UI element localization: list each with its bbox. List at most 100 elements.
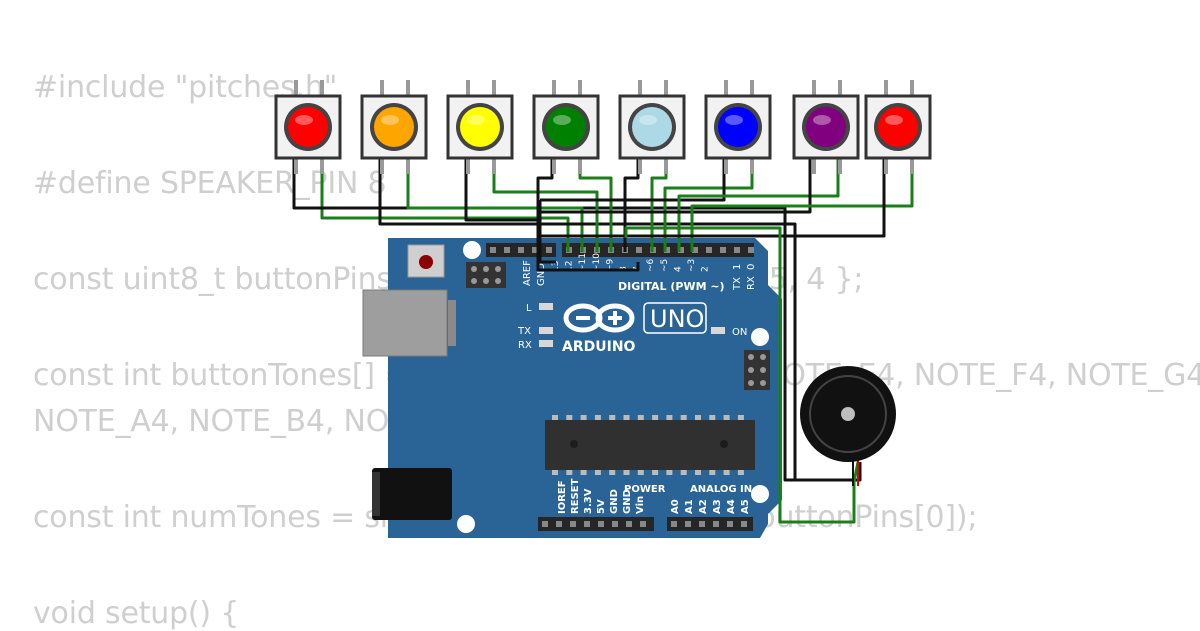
header-pin[interactable]: [741, 521, 747, 527]
chip-leg: [723, 415, 730, 420]
power-header: [538, 517, 654, 531]
chip-leg: [580, 470, 587, 475]
header-pin[interactable]: [542, 521, 548, 527]
button-cap[interactable]: [632, 107, 672, 147]
button-leg: [750, 80, 754, 96]
pushbutton[interactable]: [792, 80, 860, 174]
button-leg: [812, 158, 816, 174]
button-cap[interactable]: [288, 107, 328, 147]
chip-leg: [709, 415, 716, 420]
header-pin[interactable]: [734, 247, 740, 253]
button-leg: [320, 158, 324, 174]
chip-leg: [695, 415, 701, 420]
header-pin[interactable]: [699, 521, 705, 527]
header-pin[interactable]: [612, 521, 618, 527]
chip-leg: [623, 470, 630, 475]
wire-black[interactable]: [378, 158, 797, 480]
digital-pin-label: 12: [565, 261, 575, 272]
chip-leg: [566, 470, 573, 475]
dc-jack-edge: [372, 472, 380, 516]
wire-black[interactable]: [540, 158, 886, 238]
code-line: #include "pitches.h": [33, 70, 338, 105]
wire-green[interactable]: [677, 158, 840, 252]
chip-leg: [637, 470, 644, 475]
header-pin[interactable]: [490, 247, 496, 253]
pushbutton[interactable]: [274, 80, 342, 174]
wire-green[interactable]: [320, 158, 570, 252]
header-pin[interactable]: [504, 247, 510, 253]
button-cap-highlight: [467, 115, 485, 125]
button-leg: [838, 80, 842, 96]
button-cap[interactable]: [878, 107, 918, 147]
led-tx-label: TX: [517, 326, 531, 337]
header-pin[interactable]: [556, 521, 562, 527]
header-pin[interactable]: [685, 521, 691, 527]
chip-leg: [652, 470, 659, 475]
pushbutton[interactable]: [618, 80, 686, 174]
power-pin-label: RESET: [570, 478, 581, 514]
pushbutton[interactable]: [704, 80, 772, 174]
analog-header: [667, 517, 753, 531]
header-pin[interactable]: [546, 247, 552, 253]
wire-black[interactable]: [540, 158, 812, 214]
chip-leg: [609, 415, 616, 420]
mounting-hole: [751, 485, 769, 503]
wire-black[interactable]: [536, 158, 640, 272]
header-pin[interactable]: [748, 247, 754, 253]
analog-pin-label: A3: [712, 499, 723, 514]
analog-pin-label: A0: [670, 499, 681, 514]
button-cap-highlight: [553, 115, 571, 125]
header-pin[interactable]: [671, 521, 677, 527]
header-pin[interactable]: [664, 247, 670, 253]
bottom-header-pins: [542, 521, 747, 527]
button-cap[interactable]: [718, 107, 758, 147]
wire-black[interactable]: [538, 200, 556, 264]
pushbutton[interactable]: [446, 80, 514, 174]
pushbutton[interactable]: [864, 80, 932, 174]
header-pin[interactable]: [636, 247, 642, 253]
chip-leg: [737, 415, 744, 420]
wire-green[interactable]: [492, 158, 599, 252]
pushbutton[interactable]: [360, 80, 428, 174]
led-l-label: L: [526, 303, 532, 314]
button-cap-highlight: [295, 115, 313, 125]
header-pin[interactable]: [598, 521, 604, 527]
button-leg: [910, 158, 914, 174]
header-pin[interactable]: [570, 521, 576, 527]
header-pin[interactable]: [713, 521, 719, 527]
pin-one-label: 1: [732, 264, 743, 270]
header-pin[interactable]: [727, 521, 733, 527]
wire-green[interactable]: [406, 158, 584, 252]
button-leg: [910, 80, 914, 96]
header-pin[interactable]: [532, 247, 538, 253]
button-cap[interactable]: [546, 107, 586, 147]
header-pin[interactable]: [706, 247, 712, 253]
button-leg: [320, 80, 324, 96]
wire-black[interactable]: [292, 158, 862, 482]
pushbutton[interactable]: [532, 80, 600, 174]
code-line: #define SPEAKER_PIN 8: [33, 166, 387, 201]
header-pin[interactable]: [584, 521, 590, 527]
led-on-label: ON: [732, 327, 747, 338]
button-cap[interactable]: [806, 107, 846, 147]
header-pin[interactable]: [692, 247, 698, 253]
chip-leg: [680, 415, 687, 420]
button-cap[interactable]: [374, 107, 414, 147]
header-pin[interactable]: [626, 521, 632, 527]
header-pin[interactable]: [678, 247, 684, 253]
chip-leg: [652, 415, 659, 420]
header-pin[interactable]: [720, 247, 726, 253]
analog-pin-label: A2: [698, 499, 709, 514]
digital-pin-label: 13: [551, 261, 561, 272]
header-pin[interactable]: [518, 247, 524, 253]
button-leg: [492, 80, 496, 96]
wire-black[interactable]: [464, 158, 540, 222]
header-pin[interactable]: [640, 521, 646, 527]
button-cap-highlight: [639, 115, 657, 125]
button-leg: [884, 80, 888, 96]
button-cap[interactable]: [460, 107, 500, 147]
piezo-buzzer[interactable]: [800, 366, 896, 486]
button-leg: [664, 80, 668, 96]
button-leg: [406, 158, 410, 174]
